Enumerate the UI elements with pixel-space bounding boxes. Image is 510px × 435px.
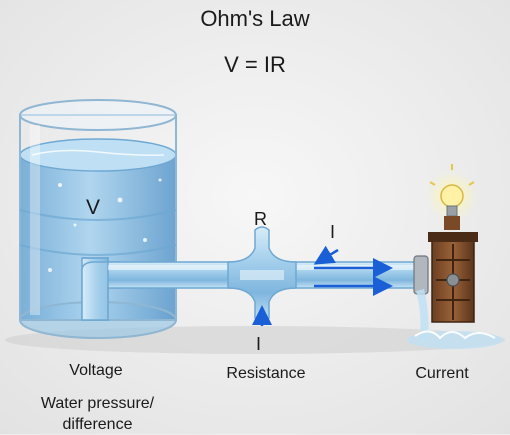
waterwheel-icon bbox=[407, 232, 503, 349]
current-caption: Current bbox=[415, 365, 469, 382]
current-symbol-bottom: I bbox=[256, 334, 262, 354]
light-bulb-icon bbox=[426, 164, 478, 230]
resistance-symbol: R bbox=[254, 209, 267, 229]
diagram-title: Ohm's Law bbox=[200, 6, 310, 31]
current-symbol-top: I bbox=[330, 222, 336, 242]
resistance-caption: Resistance bbox=[226, 365, 306, 382]
formula: V = IR bbox=[224, 52, 286, 77]
pipe-constriction-icon bbox=[227, 226, 297, 322]
voltage-caption: Voltage bbox=[69, 362, 123, 379]
water-pressure-caption: Water pressure/ difference bbox=[40, 395, 155, 433]
water-tank-icon bbox=[19, 99, 177, 339]
voltage-symbol: V bbox=[86, 196, 101, 219]
flow-arrow-icon bbox=[252, 245, 393, 326]
